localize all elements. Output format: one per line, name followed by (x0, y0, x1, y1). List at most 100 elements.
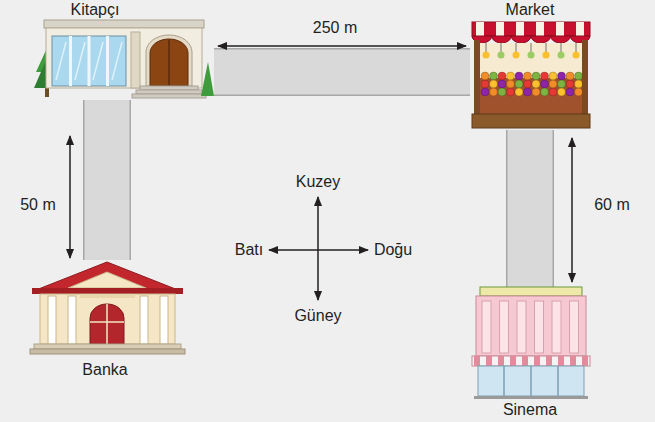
cinema-node: Sinema (472, 287, 590, 420)
column (552, 301, 561, 353)
awning (472, 22, 590, 36)
fruit (507, 88, 515, 96)
step (34, 344, 181, 349)
fruit (507, 72, 515, 80)
awning-stripe (534, 356, 540, 366)
awning-stripe (474, 356, 480, 366)
tree-trunk (45, 88, 49, 97)
bookshop-node: Kitapçı (34, 0, 214, 100)
awning-scallop (472, 36, 590, 43)
building-wall (476, 296, 586, 356)
compass-label: Kuzey (296, 172, 340, 192)
awning-stripe (510, 356, 516, 366)
awning-stripe (582, 356, 588, 366)
compass-label: Doğu (374, 240, 412, 260)
window-reflection (112, 42, 122, 80)
fruit (490, 88, 498, 96)
column (517, 301, 526, 353)
hanging-string (501, 43, 502, 52)
road-surface (214, 50, 470, 95)
window-mullion (106, 36, 109, 86)
compass-arrow (269, 249, 368, 251)
hanging-fruit (543, 52, 550, 59)
dimension-label: 250 m (313, 18, 357, 38)
column (68, 296, 76, 344)
fruit (524, 72, 532, 80)
fruit (558, 72, 566, 80)
fruit (558, 88, 566, 96)
fruit (515, 72, 523, 80)
fruit (575, 72, 583, 80)
awning-stripe (476, 22, 484, 36)
column (535, 301, 544, 353)
hanging-fruit (528, 52, 535, 59)
door-line (168, 40, 170, 86)
sign (480, 287, 582, 296)
fruit (549, 72, 557, 80)
door-line (106, 304, 108, 344)
cinema-drawing (472, 287, 590, 399)
hanging-string (546, 43, 547, 52)
door (90, 304, 124, 344)
road-surface (85, 100, 130, 260)
road-surface (508, 130, 553, 287)
column (500, 301, 509, 353)
market-node: Market (470, 0, 592, 130)
fruit (558, 80, 566, 88)
awning-stripe (570, 356, 576, 366)
hanging-string (576, 43, 577, 52)
roof (36, 262, 178, 290)
window-mullion (88, 36, 91, 86)
awning-stripe (556, 22, 564, 36)
awning-stripe (486, 356, 492, 366)
hanging-string (516, 43, 517, 52)
building-wall (46, 28, 202, 88)
road-edge (83, 100, 131, 260)
fruit (575, 80, 583, 88)
step (140, 86, 198, 90)
awning-stripe (536, 22, 544, 36)
fruit (515, 88, 523, 96)
fruit (532, 80, 540, 88)
column (140, 296, 148, 344)
fruit (532, 88, 540, 96)
place-name: Market (506, 0, 555, 20)
awning (472, 356, 590, 366)
door-line (503, 366, 505, 396)
fruit (498, 88, 506, 96)
fruit (507, 80, 515, 88)
fruit (490, 72, 498, 80)
column (570, 301, 579, 353)
road-edge (214, 48, 470, 96)
dimension-label: 60 m (594, 195, 630, 215)
roof-band (44, 20, 204, 28)
fruit (498, 72, 506, 80)
hanging-fruit (513, 52, 520, 59)
fruit (566, 88, 574, 96)
step (136, 90, 202, 94)
fruit (549, 88, 557, 96)
awning-stripe (546, 356, 552, 366)
place-name: Banka (82, 360, 127, 380)
step (474, 396, 588, 399)
step (30, 349, 185, 354)
fruit (575, 88, 583, 96)
eave (32, 288, 183, 294)
fruit (541, 80, 549, 88)
awning-stripe (576, 22, 584, 36)
door (150, 39, 188, 86)
fruit (498, 80, 506, 88)
pediment (68, 272, 146, 288)
hanging-string (561, 43, 562, 52)
awning-stripe (522, 356, 528, 366)
place-name: Sinema (503, 400, 557, 420)
bookshop-picture (34, 0, 214, 100)
fruit (549, 80, 557, 88)
market-picture (470, 0, 592, 130)
hanging-fruit (498, 52, 505, 59)
door-line (90, 321, 124, 323)
road (107, 100, 108, 260)
counter (472, 114, 590, 128)
road (214, 72, 470, 73)
road (530, 130, 531, 287)
